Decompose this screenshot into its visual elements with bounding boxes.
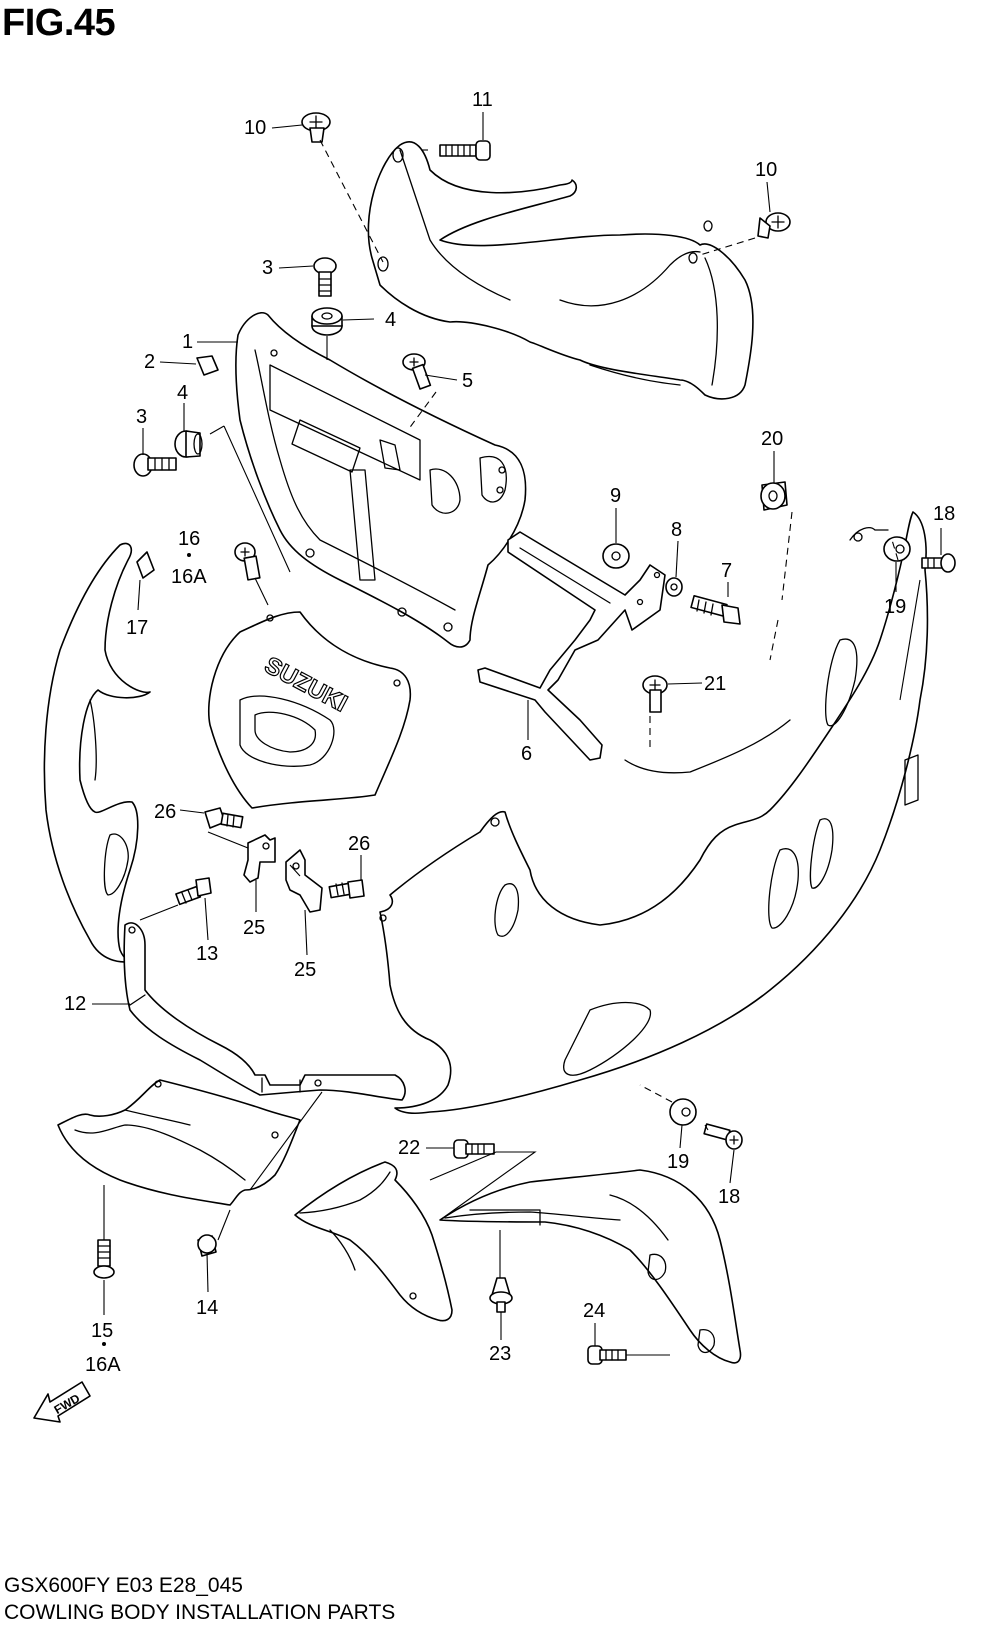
upper-cowling-panel [367,141,754,400]
screw-3-upper [313,257,337,297]
bullet-dot [102,1342,106,1346]
callout-16a: 16A [171,566,207,588]
clip-nut-10-right [757,212,791,239]
callout-5: 5 [462,370,473,392]
under-cowling-center [294,1161,453,1322]
callout-26: 26 [348,833,370,855]
bolt-26-upper [204,807,244,829]
grommet-4-left [174,430,203,458]
callout-16: 16 [178,528,200,550]
bolt-22 [453,1139,495,1159]
callout-2: 2 [144,351,155,373]
grommet-19-upper [883,536,911,562]
screw-24 [587,1345,627,1365]
callout-3: 3 [262,257,273,279]
callout-22: 22 [398,1137,420,1159]
model-code: GSX600FY E03 E28_045 [4,1574,243,1597]
bolt-26-lower [328,879,365,899]
screw-15 [93,1239,115,1279]
screw-18-upper [921,553,956,573]
inner-panel-bracket [235,311,527,648]
callout-25: 25 [294,959,316,981]
callout-18: 18 [933,503,955,525]
figure-title: FIG.45 [2,2,116,44]
front-cowling-center [207,611,412,809]
clip-nut-10-upper [301,112,331,143]
callout-labels: 11 10 10 3 4 1 2 5 3 4 20 9 8 7 18 19 16… [64,89,955,1376]
callout-10: 10 [755,159,777,181]
screw-3-left [133,453,177,477]
nut-2 [196,355,219,376]
callout-21: 21 [704,673,726,695]
screw-21 [642,675,668,713]
callout-20: 20 [761,428,783,450]
callout-4: 4 [385,309,396,331]
bolt-11 [439,140,491,161]
left-side-cowling [43,542,151,963]
washer-8 [665,577,683,597]
screw-5 [402,353,432,390]
rivet-14 [197,1234,217,1257]
small-bracket-b [285,849,323,913]
under-cowling-left [57,1079,301,1206]
lower-brace [123,922,406,1101]
callout-23: 23 [489,1343,511,1365]
callout-9: 9 [610,485,621,507]
callout-leaders [92,112,942,1346]
callout-3: 3 [136,406,147,428]
assembly-lines [103,139,921,1356]
grommet-4-upper [311,307,343,336]
rivet-23 [489,1277,513,1313]
bullet-dot [187,553,191,557]
bolt-7 [690,595,741,625]
figure-caption: COWLING BODY INSTALLATION PARTS [4,1601,396,1624]
callout-24: 24 [583,1300,605,1322]
small-bracket-a [243,834,276,883]
callout-19: 19 [667,1151,689,1173]
callout-25: 25 [243,917,265,939]
callout-13: 13 [196,943,218,965]
callout-26: 26 [154,801,176,823]
grommet-19-lower [669,1098,697,1126]
nut-17 [136,551,155,579]
callout-17: 17 [126,617,148,639]
screw-16 [234,542,261,581]
callout-12: 12 [64,993,86,1015]
callout-14: 14 [196,1297,218,1319]
callout-1: 1 [182,331,193,353]
collar-9 [602,543,630,569]
callout-4: 4 [177,382,188,404]
callout-8: 8 [671,519,682,541]
bolt-13 [175,877,212,906]
callout-19: 19 [884,596,906,618]
callout-6: 6 [521,743,532,765]
under-cowling-right [439,1169,742,1364]
callout-10: 10 [244,117,266,139]
screw-18-lower [703,1123,743,1150]
callout-15: 15 [91,1320,113,1342]
fwd-arrow-icon: FWD [33,1381,91,1423]
cowling-stay [477,531,666,761]
callout-16a: 16A [85,1354,121,1376]
right-main-cowling [379,511,929,1115]
callout-7: 7 [721,560,732,582]
callout-18: 18 [718,1186,740,1208]
callout-11: 11 [472,89,493,111]
grommet-20 [760,481,788,511]
